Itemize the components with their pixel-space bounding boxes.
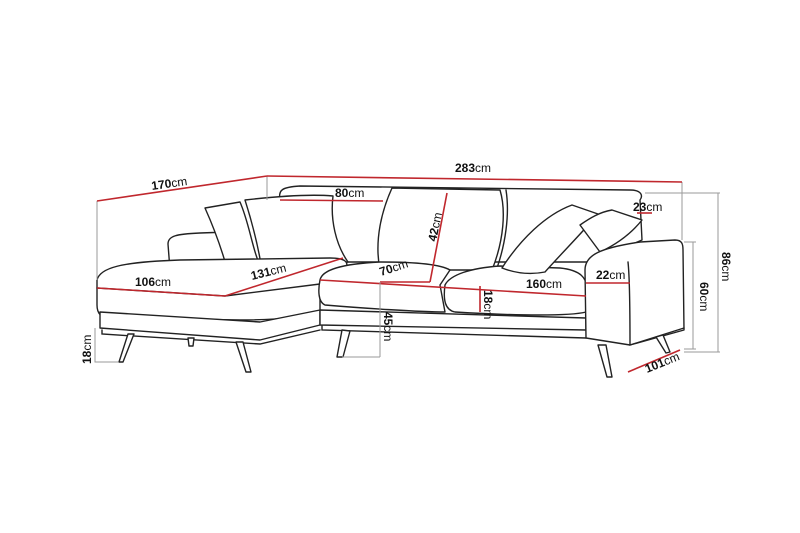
leg — [118, 333, 135, 363]
pillow-right-front — [501, 204, 599, 275]
label-45: 45cm — [381, 312, 395, 341]
dim-line-170 — [96, 175, 268, 202]
leg — [235, 341, 252, 373]
leg — [336, 329, 351, 358]
right-armrest-front — [627, 261, 631, 346]
leg — [187, 337, 195, 347]
dim-line-131 — [224, 257, 344, 297]
dimension-labels: 170cm 283cm 80cm 42cm 23cm 86cm 60cm 106… — [80, 161, 733, 376]
dimension-lines — [96, 175, 719, 373]
seat-cushion-right — [443, 265, 587, 316]
label-70: 70cm — [378, 256, 410, 278]
label-22: 22cm — [596, 268, 625, 282]
label-160: 160cm — [526, 277, 562, 291]
label-283: 283cm — [455, 161, 491, 175]
dim-line-42 — [429, 192, 448, 283]
back-cushion-divider — [496, 189, 509, 269]
label-18-legs: 18cm — [80, 335, 94, 364]
dim-line-160 — [319, 279, 587, 297]
pillow-right-back — [579, 209, 643, 253]
main-base-bottom — [321, 325, 587, 339]
sofa-drawing — [96, 185, 685, 378]
pillow-left-front — [244, 194, 349, 271]
dim-line-80 — [279, 199, 384, 202]
label-86: 86cm — [719, 252, 733, 281]
leg — [597, 344, 613, 378]
label-170: 170cm — [150, 174, 188, 193]
leg — [655, 334, 671, 354]
label-42: 42cm — [425, 211, 445, 243]
label-101: 101cm — [643, 349, 682, 375]
seat-cushion-left — [318, 261, 451, 313]
dim-line-283 — [266, 175, 683, 183]
label-23: 23cm — [633, 200, 662, 214]
chaise-base-bottom — [101, 329, 321, 345]
label-80: 80cm — [335, 186, 364, 200]
dim-line-106 — [96, 287, 226, 297]
label-131: 131cm — [249, 261, 287, 283]
dim-line-101 — [627, 349, 681, 373]
label-60: 60cm — [697, 282, 711, 311]
extension-lines — [94, 176, 720, 363]
chaise-seat-cushion — [96, 257, 348, 321]
label-18-cushion: 18cm — [481, 290, 495, 319]
right-armrest — [584, 239, 685, 346]
label-106: 106cm — [135, 275, 171, 289]
